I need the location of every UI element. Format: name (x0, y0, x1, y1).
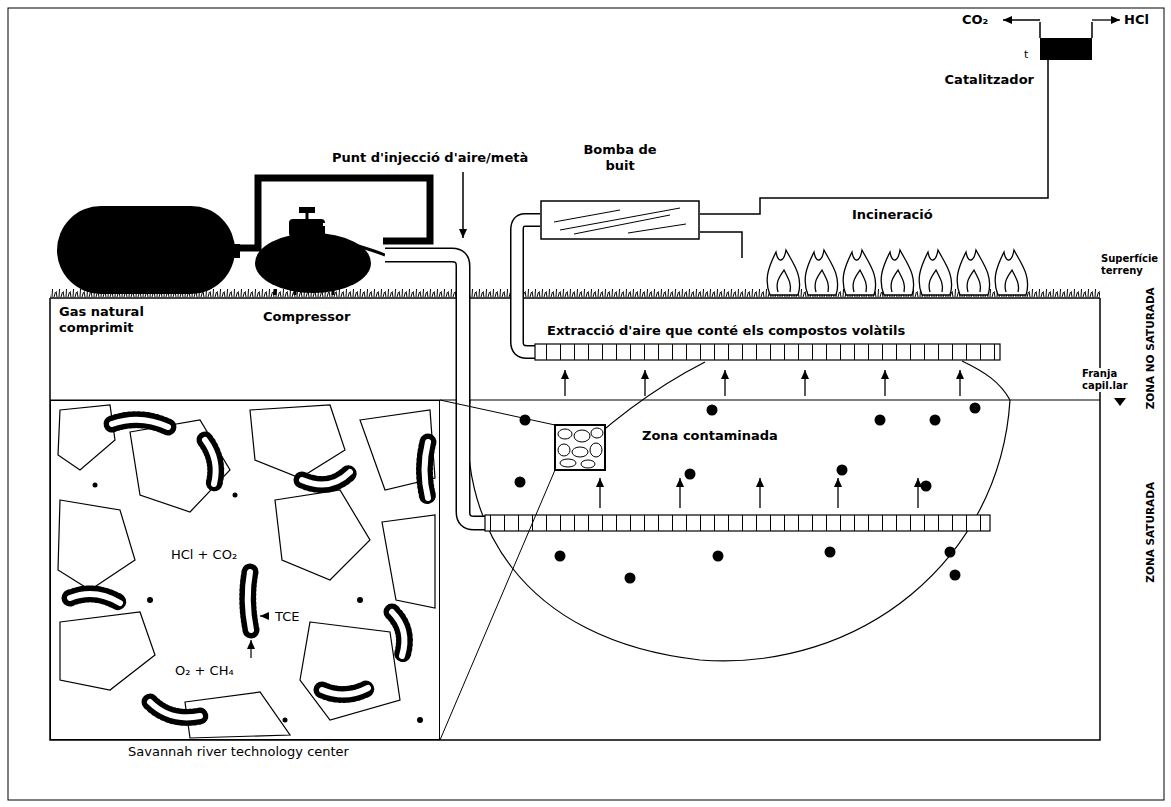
gas-output: HCl (1124, 12, 1149, 28)
gas-output: CO₂ (962, 12, 988, 28)
ground-surface-label: Superfície terreny (1101, 253, 1163, 277)
extraction-label: Extracció d'aire que conté els compostos… (545, 323, 907, 339)
microbe-inset: HCl + CO₂ TCE O₂ + CH₄ (50, 400, 440, 740)
bacterium-hairs (150, 702, 200, 717)
flame-inner (815, 270, 828, 292)
pipe-connector (700, 60, 1048, 214)
bacterium-body (150, 702, 200, 717)
bacterium-body (205, 440, 216, 484)
bacterium-body (248, 572, 251, 630)
source-caption: Savannah river technology center (128, 744, 349, 760)
zone-label: ZONA SATURADA (1144, 482, 1157, 583)
bacterium (322, 688, 368, 695)
bacterium-body (302, 472, 350, 485)
vacuum-pump: Bomba de buit (540, 140, 700, 240)
zone-label: Zona contaminada (640, 428, 780, 444)
bacterium (392, 612, 404, 656)
zone-label: ZONA NO SATURADA (1144, 287, 1157, 409)
gas-tank: Gas natural comprimit (55, 200, 240, 340)
bacterium-hairs (70, 594, 120, 603)
bacterium-hairs (112, 420, 168, 427)
flame (767, 250, 800, 295)
flame (995, 250, 1028, 295)
flame (957, 250, 990, 295)
bacterium-hairs (392, 612, 404, 656)
bacterium-hairs (302, 472, 350, 485)
node-label: Bomba de buit (570, 142, 670, 173)
bacterium (70, 594, 120, 603)
bacterium-body (392, 612, 404, 656)
flame-inner (777, 270, 790, 292)
bacterium-hairs (205, 440, 216, 484)
node-label: Gas natural comprimit (59, 304, 171, 335)
flame (881, 250, 914, 295)
bacterium (112, 420, 168, 427)
flame-inner (929, 270, 942, 292)
injection-label: Punt d'injecció d'aire/metà (332, 150, 528, 166)
bacterium (205, 440, 216, 484)
bacterium (302, 472, 350, 485)
bacterium-hairs (425, 442, 429, 498)
vacuum-pump-shape (540, 200, 700, 240)
node-label: TCE (273, 609, 301, 625)
flame-inner (891, 270, 904, 292)
bacterium-hairs (322, 688, 368, 695)
bacterium-body (425, 442, 429, 498)
bacterium (150, 702, 200, 717)
node-label: Compressor (263, 309, 383, 325)
flame (843, 250, 876, 295)
bacterium (248, 572, 251, 630)
flame-inner (967, 270, 980, 292)
bacterium-body (70, 594, 120, 603)
bacterium (425, 442, 429, 498)
flame-inner (1005, 270, 1018, 292)
capillary-fringe-label: Franja capil.lar (1080, 368, 1140, 392)
node-label: O₂ + CH₄ (173, 663, 236, 679)
gas-tank-shape (55, 200, 240, 300)
bacterium-body (112, 420, 168, 427)
flame-inner (853, 270, 866, 292)
flame (919, 250, 952, 295)
flame (805, 250, 838, 295)
bacterium-hairs (248, 572, 251, 630)
catalyst: Catalitzador (1040, 38, 1092, 60)
incineration-label: Incineració (852, 207, 933, 223)
mark: t (1024, 48, 1028, 61)
bacterium-body (322, 688, 368, 695)
node-label: Catalitzador (945, 72, 1034, 88)
compressor-shape (245, 205, 385, 295)
node-label: HCl + CO₂ (169, 547, 239, 563)
compressor: Compressor (245, 205, 385, 335)
